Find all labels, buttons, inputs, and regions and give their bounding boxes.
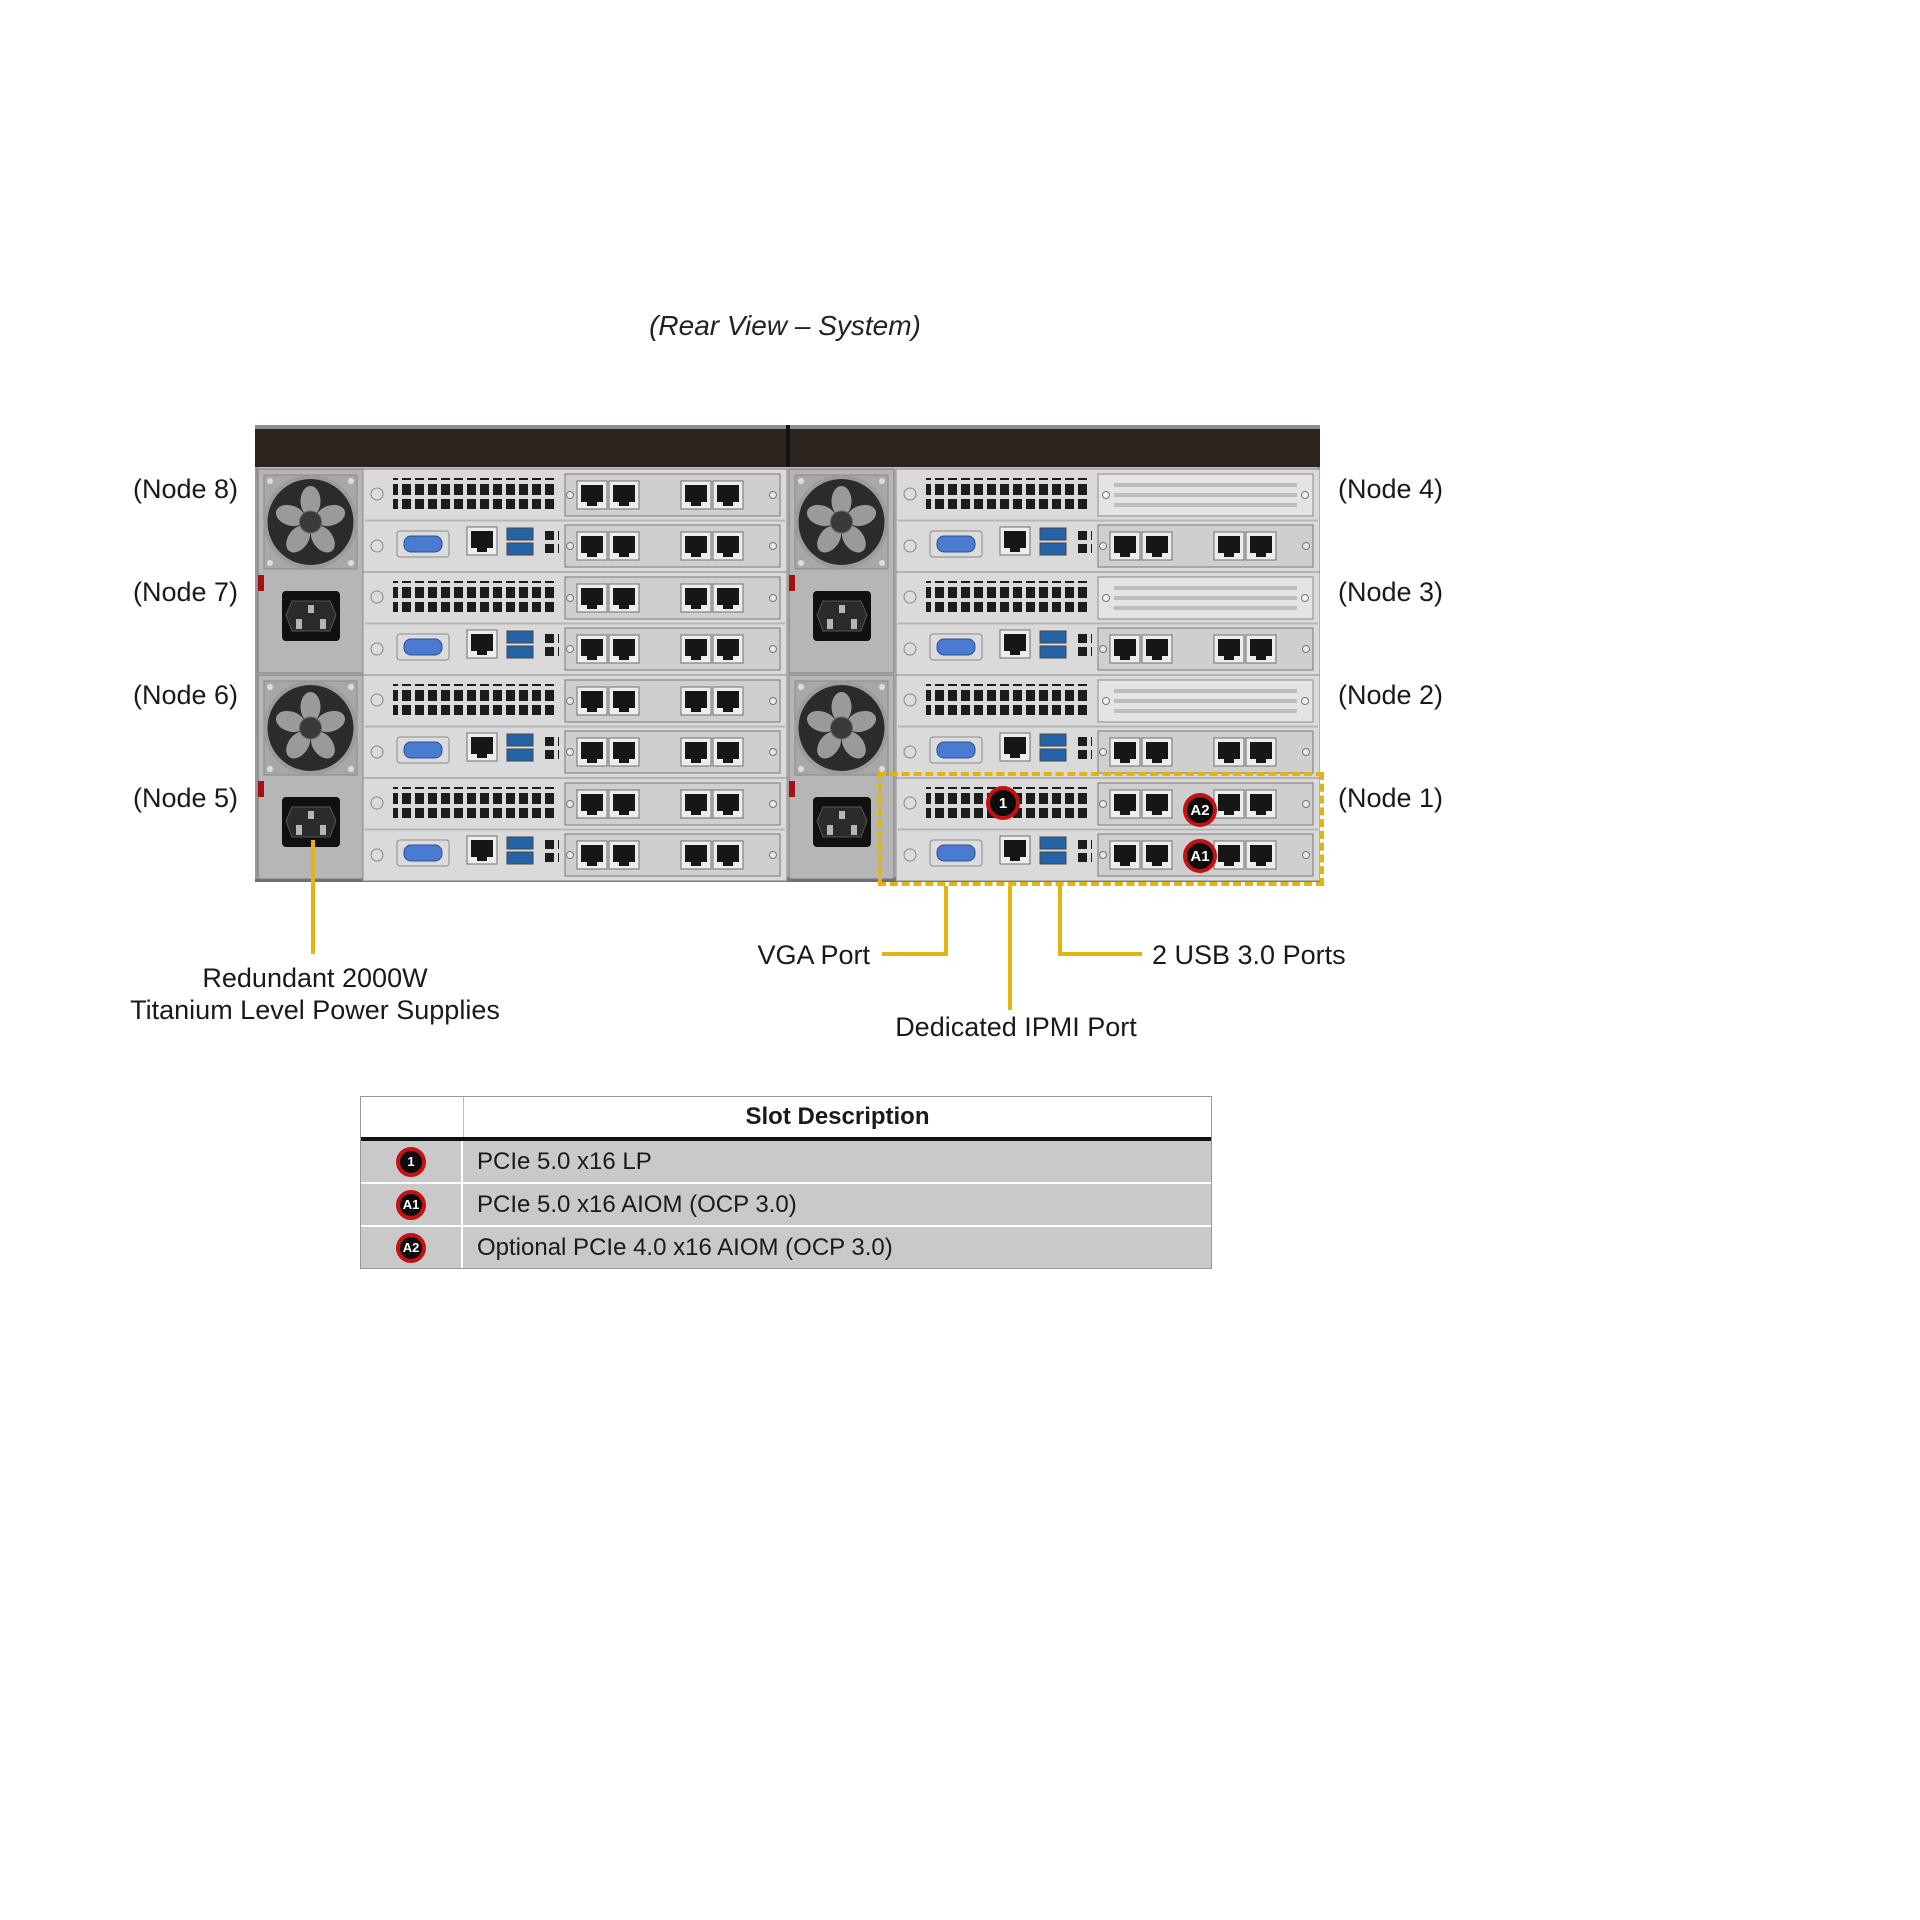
table-header-title: Slot Description [745,1103,930,1130]
callout-line-ipmi [1008,886,1012,1010]
diagram-title: (Rear View – System) [649,310,921,341]
table-row: 1 PCIe 5.0 x16 LP [361,1141,1211,1184]
table-header-row: Slot Description [361,1097,1211,1141]
callout-line-vga-h [882,952,948,956]
node-module-8 [363,469,787,572]
node-module-2 [896,675,1320,778]
node-label-2: (Node 2) [1338,680,1444,710]
callout-line-psu [311,840,315,954]
psu-mid-top [787,467,896,675]
slot-badge-a1: A1 [396,1189,426,1220]
node-label-3: (Node 3) [1338,577,1444,607]
ipmi-callout-label: Dedicated IPMI Port [895,1012,1137,1042]
table-cell-slot: A2 [361,1227,463,1268]
psu-left-top [256,467,365,675]
node-label-5: (Node 5) [132,783,238,813]
node-label-1: (Node 1) [1338,783,1444,813]
callout-line-usb-h [1058,952,1142,956]
usb-callout-label: 2 USB 3.0 Ports [1152,940,1346,970]
node-label-8: (Node 8) [132,474,238,504]
table-header-slot-cell [361,1097,464,1137]
chassis-top-cover [255,425,1320,467]
node-module-6 [363,675,787,778]
node-module-3 [896,572,1320,675]
node1-highlight [878,772,1324,886]
table-cell-slot: A1 [361,1184,463,1225]
table-cell-description: PCIe 5.0 x16 LP [477,1147,652,1175]
table-cell-description: Optional PCIe 4.0 x16 AIOM (OCP 3.0) [477,1233,893,1261]
server-rear-chassis [255,425,1320,882]
slot-marker-1: 1 [986,786,1020,820]
left-rail [255,467,258,879]
table-cell-description: PCIe 5.0 x16 AIOM (OCP 3.0) [477,1190,797,1218]
node-label-4: (Node 4) [1338,474,1444,504]
callout-line-usb-v [1058,886,1062,956]
node-label-6: (Node 6) [132,680,238,710]
psu-callout-line2: Titanium Level Power Supplies [130,995,500,1025]
slot-marker-a2: A2 [1183,793,1217,827]
psu-callout-label: Redundant 2000W Titanium Level Power Sup… [110,962,520,1026]
vga-callout-label: VGA Port [757,940,870,970]
psu-callout-line1: Redundant 2000W [202,963,428,993]
slot-description-table: Slot Description 1 PCIe 5.0 x16 LP A1 PC… [360,1096,1212,1269]
table-row: A1 PCIe 5.0 x16 AIOM (OCP 3.0) [361,1184,1211,1227]
slot-badge-a2: A2 [396,1232,426,1263]
table-row: A2 Optional PCIe 4.0 x16 AIOM (OCP 3.0) [361,1227,1211,1268]
node-label-7: (Node 7) [132,577,238,607]
callout-line-vga-v [944,886,948,956]
node-module-4 [896,469,1320,572]
table-cell-slot: 1 [361,1141,463,1182]
slot-marker-a1: A1 [1183,839,1217,873]
node-module-5 [363,778,787,881]
slot-badge-1: 1 [396,1146,426,1177]
node-module-7 [363,572,787,675]
